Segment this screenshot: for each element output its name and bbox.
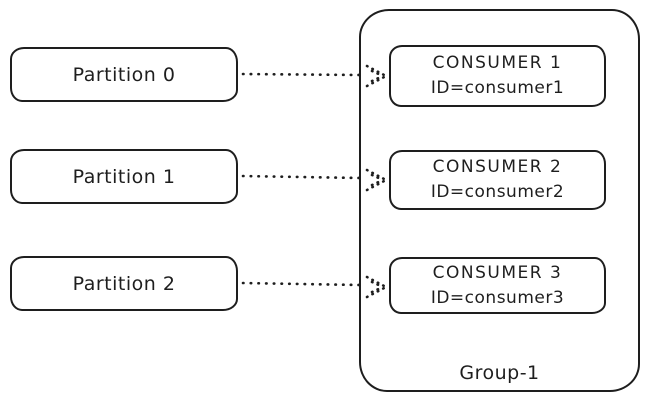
partition-2-label: Partition 2 — [72, 272, 176, 295]
consumer-2-node: CONSUMER 2 ID=consumer2 — [389, 150, 606, 210]
consumer-1-node: CONSUMER 1 ID=consumer1 — [389, 45, 606, 107]
partition-2-node: Partition 2 — [10, 256, 238, 311]
partition-1-label: Partition 1 — [72, 165, 176, 188]
consumer-group-container — [359, 9, 640, 392]
consumer-2-name: CONSUMER 2 — [432, 157, 563, 178]
consumer-3-id: ID=consumer3 — [430, 287, 565, 308]
consumer-3-node: CONSUMER 3 ID=consumer3 — [389, 257, 606, 314]
consumer-group-label: Group-1 — [459, 362, 540, 384]
consumer-1-name: CONSUMER 1 — [432, 53, 563, 74]
consumer-1-id: ID=consumer1 — [430, 78, 565, 98]
partition-0-label: Partition 0 — [72, 63, 176, 86]
partition-1-node: Partition 1 — [10, 149, 238, 204]
partition-0-node: Partition 0 — [10, 47, 238, 102]
consumer-2-id: ID=consumer2 — [430, 182, 565, 202]
consumer-3-name: CONSUMER 3 — [432, 262, 563, 283]
